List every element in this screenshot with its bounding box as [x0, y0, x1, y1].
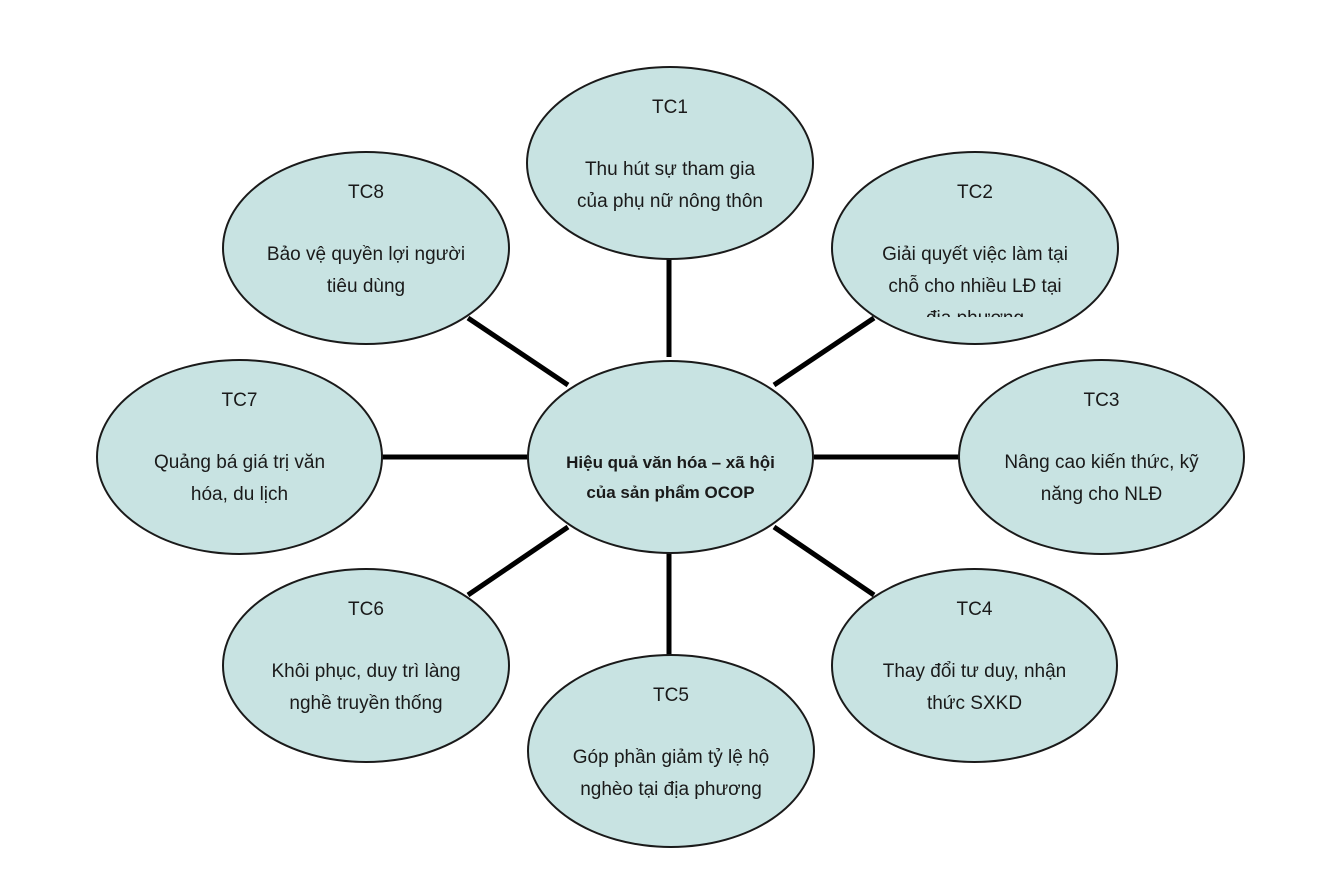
criterion-code: TC5	[653, 685, 689, 706]
criterion-code: TC8	[348, 182, 384, 203]
criterion-description: Bảo vệ quyền lợi người tiêu dùng	[266, 244, 466, 297]
criterion-code: TC4	[956, 599, 993, 620]
center-node: Hiệu quả văn hóa – xã hội của sản phẩm O…	[527, 360, 814, 554]
criterion-code: TC1	[652, 97, 688, 118]
connector-tc6	[466, 524, 570, 598]
criterion-description: Quảng bá giá trị văn hóa, du lịch	[153, 452, 326, 505]
criterion-node-tc4: TC4 Thay đổi tư duy, nhận thức SXKD	[831, 568, 1118, 763]
criterion-node-tc1: TC1 Thu hút sự tham gia của phụ nữ nông …	[526, 66, 814, 260]
connector-tc2	[772, 315, 876, 388]
criterion-node-tc7: TC7 Quảng bá giá trị văn hóa, du lịch	[96, 359, 383, 555]
connector-tc4	[772, 524, 876, 598]
criterion-description: Thay đổi tư duy, nhận thức SXKD	[882, 661, 1067, 714]
criterion-code: TC7	[221, 390, 258, 411]
criterion-code: TC2	[957, 182, 993, 203]
criterion-node-tc3: TC3 Nâng cao kiến thức, kỹ năng cho NLĐ	[958, 359, 1245, 555]
criterion-code: TC3	[1083, 390, 1120, 411]
criterion-description: Nâng cao kiến thức, kỹ năng cho NLĐ	[1004, 452, 1199, 505]
criterion-description: Khôi phục, duy trì làng nghề truyền thốn…	[271, 661, 461, 714]
criterion-description: Giải quyết việc làm tại chỗ cho nhiều LĐ…	[882, 244, 1068, 317]
criterion-description: Góp phần giảm tỷ lệ hộ nghèo tại địa phư…	[572, 747, 770, 800]
criterion-node-tc2: TC2 Giải quyết việc làm tại chỗ cho nhiề…	[831, 151, 1119, 345]
criterion-node-tc6: TC6 Khôi phục, duy trì làng nghề truyền …	[222, 568, 510, 763]
criterion-description: Thu hút sự tham gia của phụ nữ nông thôn	[577, 159, 763, 212]
center-node-title: Hiệu quả văn hóa – xã hội của sản phẩm O…	[566, 453, 775, 502]
criterion-node-tc5: TC5 Góp phần giảm tỷ lệ hộ nghèo tại địa…	[527, 654, 815, 848]
criterion-node-tc8: TC8 Bảo vệ quyền lợi người tiêu dùng	[222, 151, 510, 345]
connector-tc8	[466, 315, 570, 388]
criterion-code: TC6	[348, 599, 384, 620]
